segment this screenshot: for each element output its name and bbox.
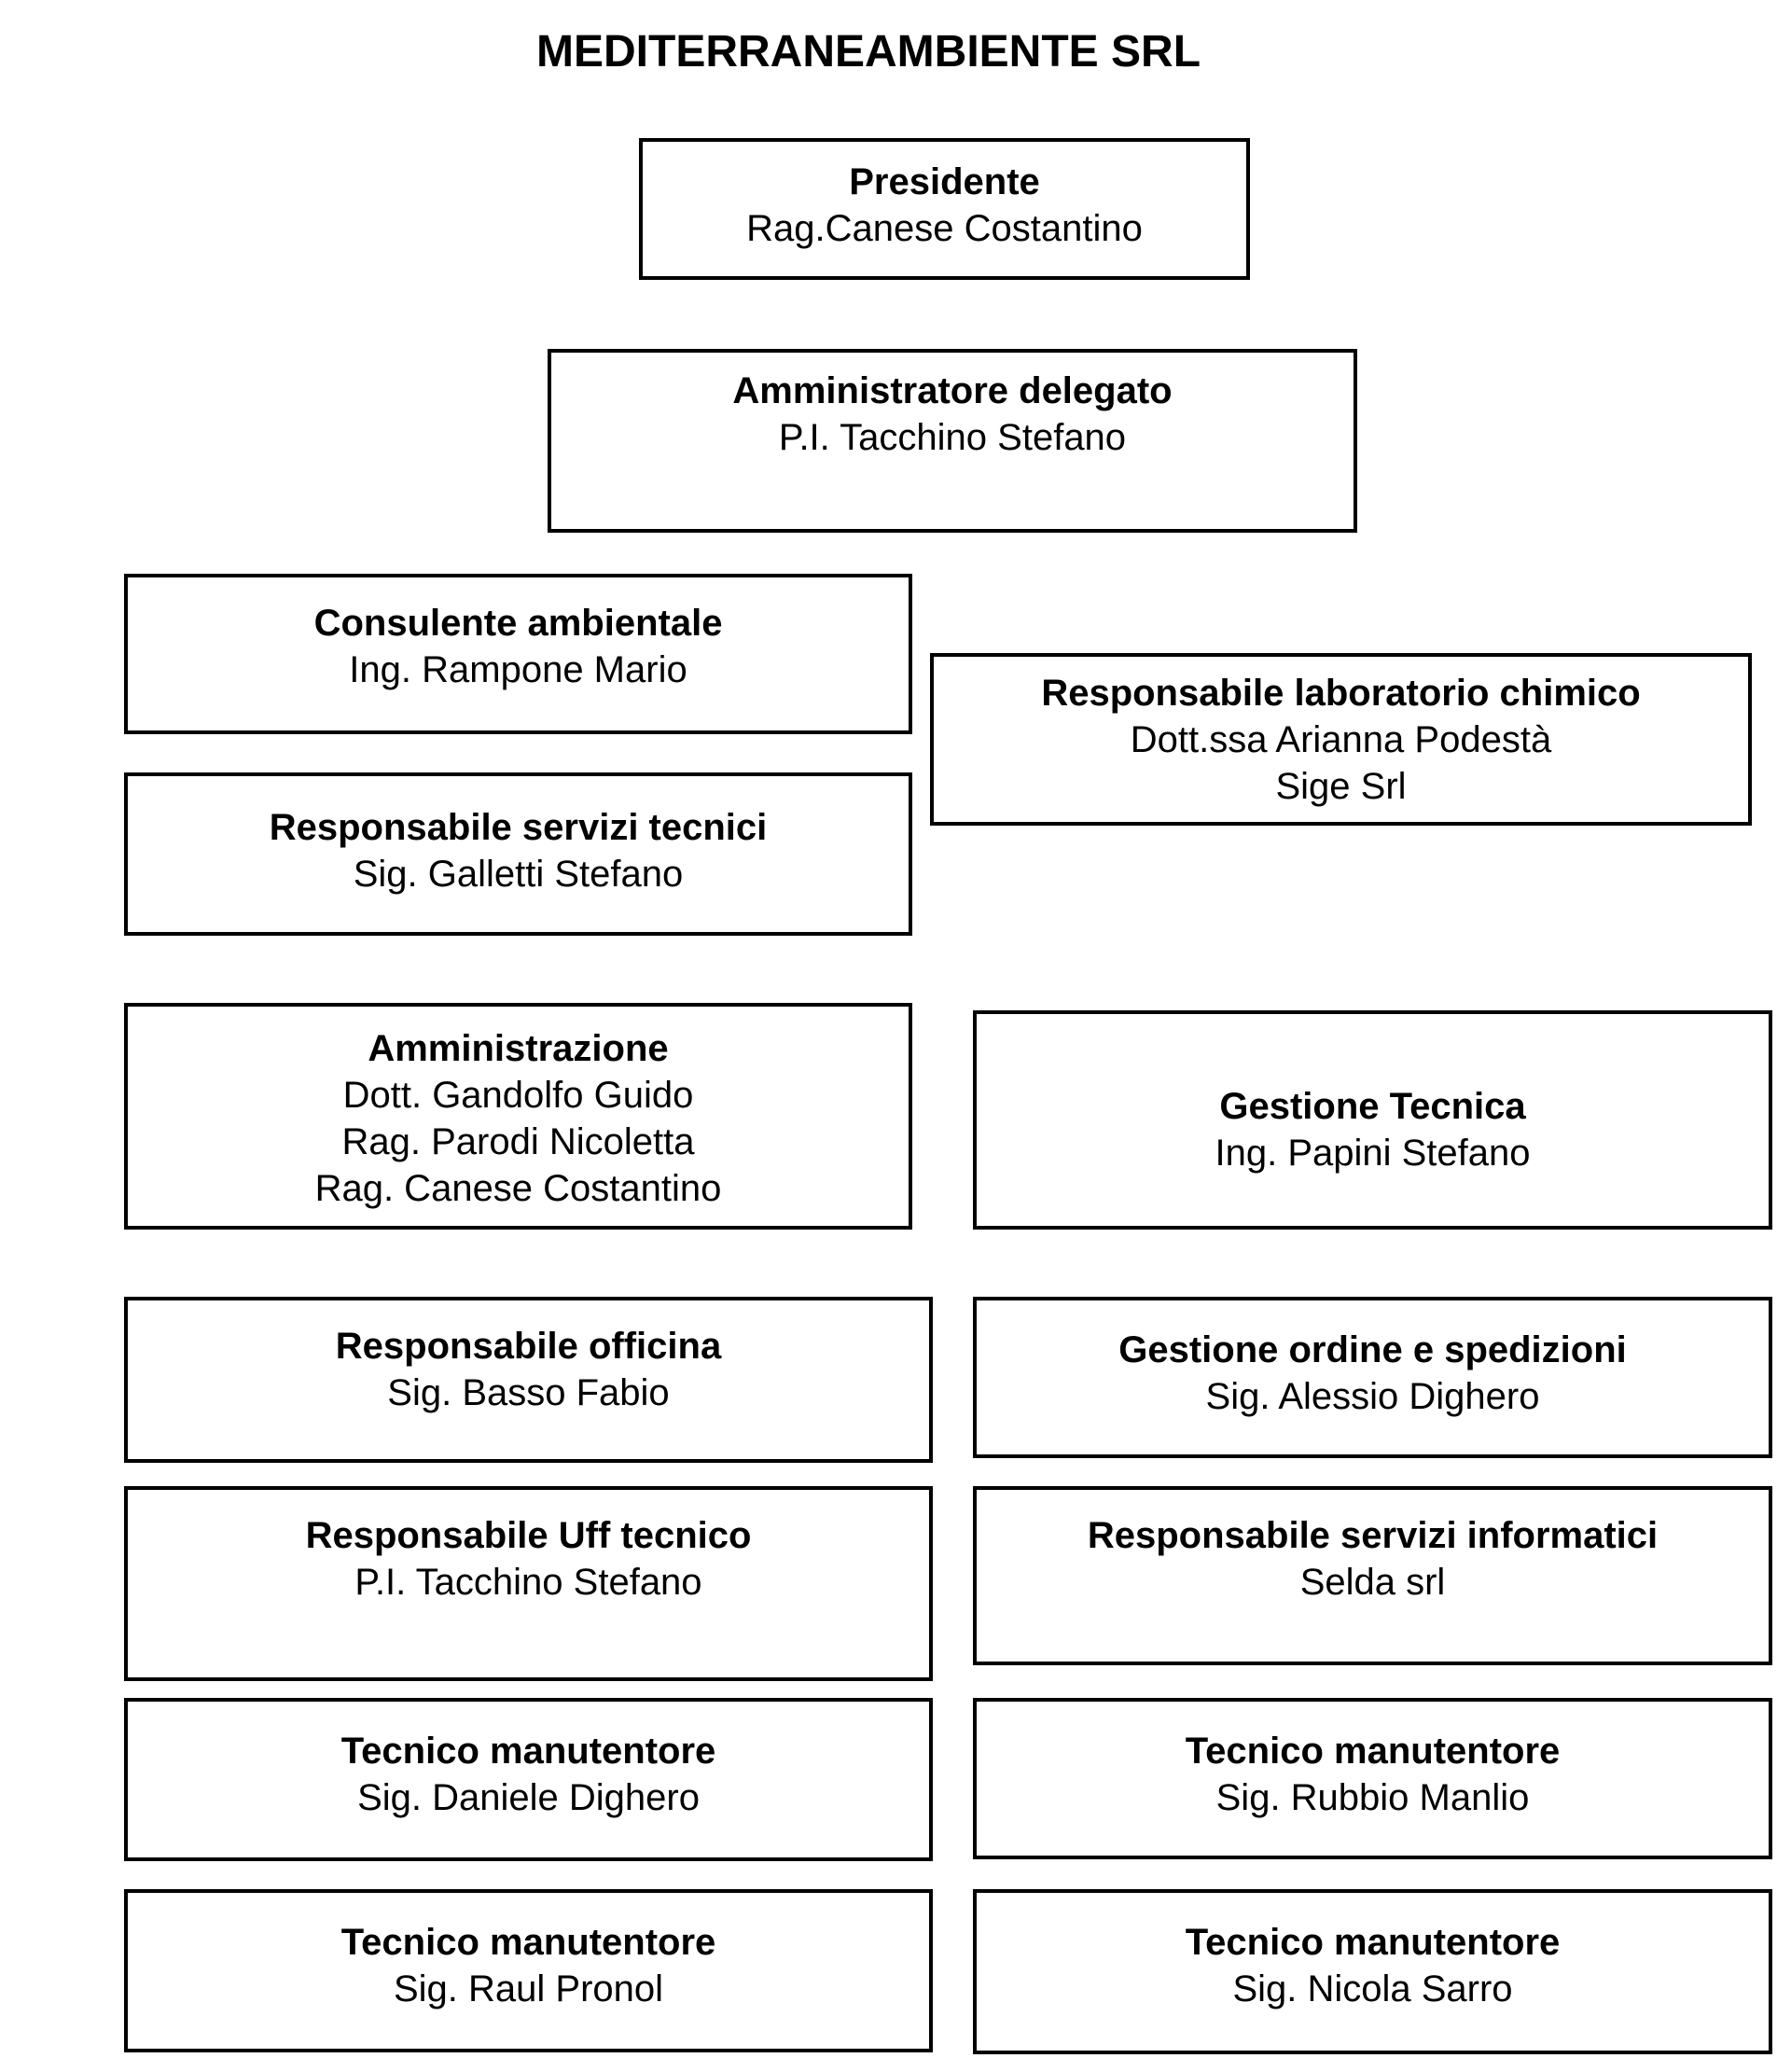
org-box-member: Rag. Parodi Nicoletta: [341, 1121, 695, 1162]
org-box-member: Selda srl: [1299, 1562, 1446, 1603]
org-box-member: Ing. Papini Stefano: [1215, 1133, 1531, 1174]
org-box-member: Sig. Alessio Dighero: [1205, 1376, 1540, 1417]
org-box-member: P.I. Tacchino Stefano: [778, 417, 1127, 458]
org-box-role: Responsabile laboratorio chimico: [1041, 673, 1641, 714]
org-box-member: Sig. Nicola Sarro: [1232, 1968, 1513, 2009]
org-box-member: Dott.ssa Arianna Podestà: [1130, 719, 1552, 760]
org-box-member: P.I. Tacchino Stefano: [354, 1562, 702, 1603]
org-box-role: Responsabile servizi informatici: [1087, 1515, 1659, 1556]
org-box-role: Consulente ambientale: [313, 603, 723, 644]
org-box-role: Tecnico manutentore: [1185, 1922, 1561, 1963]
org-box-member: Rag.Canese Costantino: [746, 208, 1143, 249]
org-box-member: Sig. Basso Fabio: [387, 1372, 670, 1413]
company-title: MEDITERRANEAMBIENTE SRL: [536, 27, 1201, 76]
org-box-role: Responsabile Uff tecnico: [305, 1515, 752, 1556]
org-box-role: Responsabile servizi tecnici: [269, 807, 768, 848]
org-box-role: Gestione ordine e spedizioni: [1118, 1329, 1627, 1370]
org-box-member: Sig. Rubbio Manlio: [1215, 1777, 1530, 1818]
org-box-member: Ing. Rampone Mario: [349, 649, 687, 690]
org-box-role: Amministrazione: [368, 1028, 669, 1069]
org-box-role: Tecnico manutentore: [340, 1731, 716, 1772]
org-box-role: Tecnico manutentore: [340, 1922, 716, 1963]
org-box-member: Sig. Daniele Dighero: [357, 1777, 700, 1818]
org-box-role: Responsabile officina: [335, 1326, 722, 1367]
org-box-member: Sige Srl: [1275, 766, 1407, 807]
org-box-member: Sig. Galletti Stefano: [353, 854, 684, 895]
org-box-member: Rag. Canese Costantino: [314, 1168, 722, 1209]
org-box-member: Dott. Gandolfo Guido: [342, 1075, 694, 1116]
org-box-member: Sig. Raul Pronol: [393, 1968, 664, 2009]
org-box-role: Presidente: [849, 161, 1040, 202]
org-box-role: Tecnico manutentore: [1185, 1731, 1561, 1772]
org-box-role: Gestione Tecnica: [1219, 1086, 1526, 1127]
org-box-role: Amministratore delegato: [732, 370, 1173, 411]
